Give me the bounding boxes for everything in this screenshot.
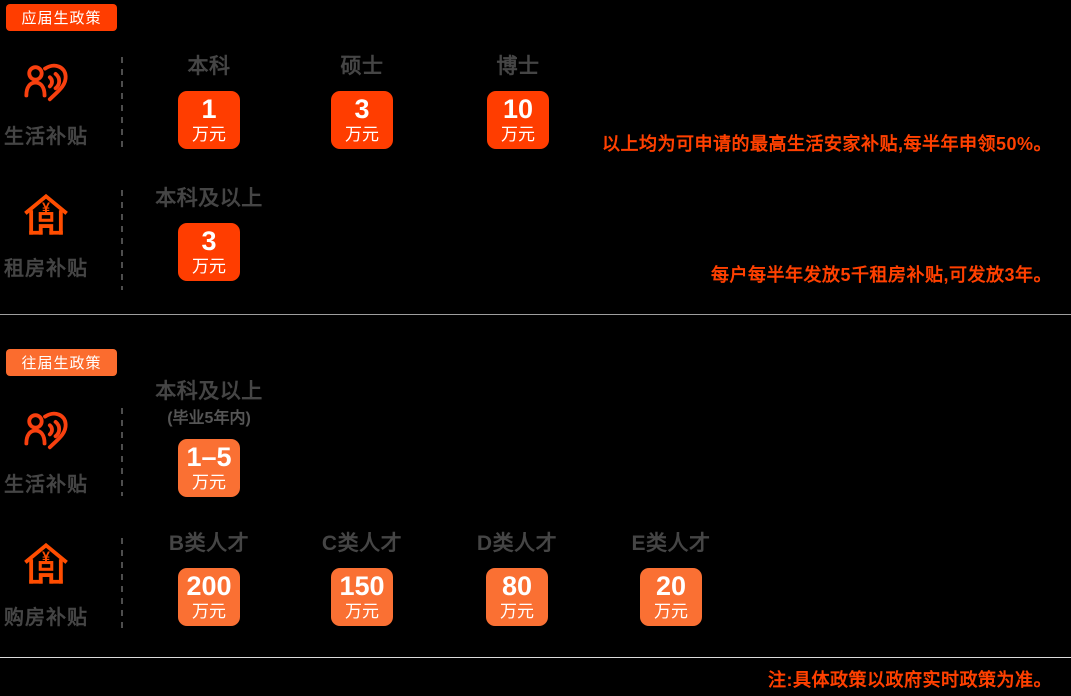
amount-badge: 3 万元	[178, 223, 240, 281]
dashed-divider	[121, 408, 123, 496]
amount-unit: 万元	[345, 125, 379, 144]
amount-badge: 1 万元	[178, 91, 240, 149]
house-yen-icon: ¥	[23, 192, 69, 238]
column-bachelor: 本科 1 万元	[147, 55, 271, 149]
column-talent-e: E类人才 20 万元	[609, 532, 733, 626]
degree-header: 本科	[187, 55, 231, 78]
amount-value: 1	[201, 94, 217, 124]
amount-badge: 3 万元	[331, 91, 393, 149]
amount-badge: 1–5 万元	[178, 439, 240, 497]
care-people-icon	[23, 408, 69, 454]
living-subsidy-note: 以上均为可申请的最高生活安家补贴,每半年申领50%。	[601, 134, 1052, 154]
footer-divider	[0, 657, 1071, 658]
dashed-divider	[121, 57, 123, 151]
degree-header: 硕士	[340, 55, 384, 78]
amount-badge: 150 万元	[331, 568, 393, 626]
rent-subsidy-note: 每户每半年发放5千租房补贴,可发放3年。	[710, 265, 1052, 285]
dashed-divider	[121, 538, 123, 628]
amount-badge: 20 万元	[640, 568, 702, 626]
row-living-subsidy-fresh: 生活补贴	[0, 60, 92, 149]
row-label-purchase-subsidy: 购房补贴	[4, 607, 88, 629]
dashed-divider	[121, 190, 123, 290]
column-bachelor-within-5-years: 本科及以上 (毕业5年内) 1–5 万元	[147, 380, 271, 497]
section-tag-previous-graduates: 往届生政策	[6, 349, 117, 376]
talent-header: D类人才	[476, 532, 558, 555]
amount-unit: 万元	[500, 602, 534, 621]
row-label-rent-subsidy: 租房补贴	[4, 258, 88, 280]
talent-header: C类人才	[321, 532, 403, 555]
column-bachelor-and-above: 本科及以上 3 万元	[147, 187, 271, 281]
svg-text:¥: ¥	[42, 201, 50, 217]
row-rent-subsidy: ¥ 租房补贴	[0, 192, 92, 281]
amount-value: 200	[186, 571, 232, 601]
amount-unit: 万元	[501, 125, 535, 144]
row-living-subsidy-previous: 生活补贴	[0, 408, 92, 497]
amount-value: 3	[354, 94, 370, 124]
amount-value: 20	[655, 571, 687, 601]
talent-header: E类人才	[631, 532, 711, 555]
degree-subheader: (毕业5年内)	[167, 410, 251, 427]
amount-badge: 200 万元	[178, 568, 240, 626]
talent-header: B类人才	[168, 532, 250, 555]
amount-unit: 万元	[192, 257, 226, 276]
amount-badge: 10 万元	[487, 91, 549, 149]
amount-unit: 万元	[192, 125, 226, 144]
house-yen-icon: ¥	[23, 541, 69, 587]
amount-badge: 80 万元	[486, 568, 548, 626]
row-label-living-subsidy: 生活补贴	[4, 474, 88, 496]
svg-text:¥: ¥	[42, 550, 50, 566]
column-phd: 博士 10 万元	[456, 55, 580, 149]
degree-header: 博士	[496, 55, 540, 78]
amount-unit: 万元	[345, 602, 379, 621]
amount-value: 3	[201, 226, 217, 256]
amount-unit: 万元	[192, 473, 226, 492]
amount-value: 150	[339, 571, 385, 601]
amount-unit: 万元	[654, 602, 688, 621]
amount-value: 80	[501, 571, 533, 601]
column-master: 硕士 3 万元	[300, 55, 424, 149]
care-people-icon	[23, 60, 69, 106]
amount-value: 1–5	[186, 442, 232, 472]
degree-header: 本科及以上	[155, 380, 263, 403]
row-purchase-subsidy: ¥ 购房补贴	[0, 541, 92, 630]
amount-value: 10	[502, 94, 534, 124]
column-talent-b: B类人才 200 万元	[147, 532, 271, 626]
row-label-living-subsidy: 生活补贴	[4, 126, 88, 148]
footer-note: 注:具体政策以政府实时政策为准。	[768, 670, 1052, 690]
amount-unit: 万元	[192, 602, 226, 621]
column-talent-c: C类人才 150 万元	[300, 532, 424, 626]
degree-header: 本科及以上	[155, 187, 263, 210]
section-tag-fresh-graduates: 应届生政策	[6, 4, 117, 31]
column-talent-d: D类人才 80 万元	[455, 532, 579, 626]
section-divider	[0, 314, 1071, 315]
